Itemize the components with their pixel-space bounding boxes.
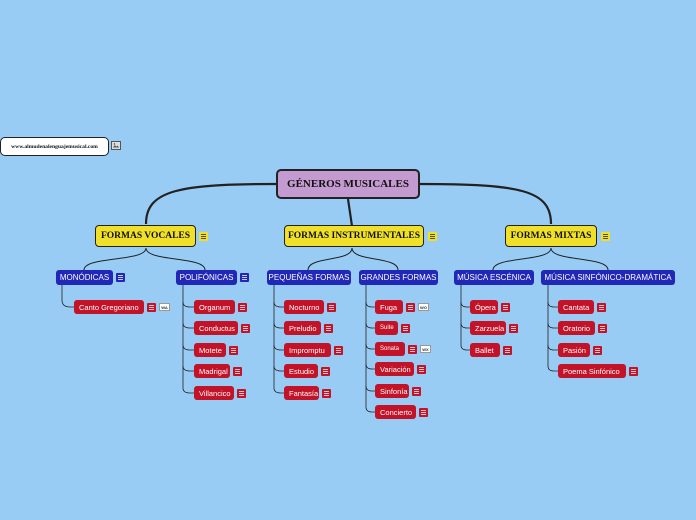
leaf-grandes-4[interactable]: Sinfonía xyxy=(375,384,409,398)
note-lines-icon[interactable] xyxy=(321,366,330,376)
leaf-polifonicas-4[interactable]: Villancico xyxy=(194,386,234,400)
leaf-grandes-0[interactable]: Fuga xyxy=(375,300,403,314)
note-lines-icon[interactable] xyxy=(412,386,421,396)
file-icon[interactable]: WA xyxy=(159,303,170,311)
leaf-sinfonico-1[interactable]: Oratorio xyxy=(558,321,595,335)
url-link[interactable]: www.almudenalenguajemusical.com xyxy=(0,137,109,156)
topic-formas-mixtas[interactable]: FORMAS MIXTAS xyxy=(505,225,597,247)
note-lines-icon[interactable] xyxy=(509,323,518,333)
leaf-pequenas-2[interactable]: Impromptu xyxy=(284,343,331,357)
note-lines-icon[interactable] xyxy=(327,302,336,312)
note-lines-icon[interactable] xyxy=(322,388,331,398)
leaf-grandes-2[interactable]: Sonata xyxy=(375,342,405,356)
subtopic-polifonicas[interactable]: POLIFÓNICAS xyxy=(176,270,237,285)
note-lines-icon[interactable] xyxy=(417,364,426,374)
note-lines-icon[interactable] xyxy=(406,302,415,312)
note-lines-icon[interactable] xyxy=(237,388,246,398)
note-lines-icon[interactable] xyxy=(241,323,250,333)
leaf-polifonicas-3[interactable]: Madrigal xyxy=(194,364,230,378)
note-lines-icon[interactable] xyxy=(598,323,607,333)
note-lines-icon[interactable] xyxy=(428,232,437,241)
note-lines-icon[interactable] xyxy=(501,302,510,312)
leaf-grandes-5[interactable]: Concierto xyxy=(375,405,416,419)
subtopic-monodicas[interactable]: MONÓDICAS xyxy=(56,270,113,285)
file-icon[interactable]: WO xyxy=(418,303,429,311)
leaf-sinfonico-0[interactable]: Cantata xyxy=(558,300,594,314)
note-lines-icon[interactable] xyxy=(334,345,343,355)
leaf-grandes-1[interactable]: Suite xyxy=(375,321,398,335)
note-lines-icon[interactable] xyxy=(401,323,410,333)
subtopic-pequenas-formas[interactable]: PEQUEÑAS FORMAS xyxy=(267,270,351,285)
subtopic-musica-sinfonico-dramatica[interactable]: MÚSICA SINFÓNICO-DRAMÁTICA xyxy=(541,270,675,285)
image-icon[interactable] xyxy=(111,141,121,150)
note-lines-icon[interactable] xyxy=(229,345,238,355)
note-lines-icon[interactable] xyxy=(419,407,428,417)
leaf-pequenas-3[interactable]: Estudio xyxy=(284,364,318,378)
leaf-pequenas-4[interactable]: Fantasía xyxy=(284,386,319,400)
leaf-monodicas-0[interactable]: Canto Gregoriano xyxy=(74,300,144,314)
note-lines-icon[interactable] xyxy=(238,302,247,312)
note-lines-icon[interactable] xyxy=(601,232,610,241)
note-lines-icon[interactable] xyxy=(593,345,602,355)
leaf-escenica-2[interactable]: Ballet xyxy=(470,343,500,357)
leaf-sinfonico-2[interactable]: Pasión xyxy=(558,343,590,357)
note-lines-icon[interactable] xyxy=(597,302,606,312)
leaf-grandes-3[interactable]: Variación xyxy=(375,362,414,376)
note-lines-icon[interactable] xyxy=(233,366,242,376)
leaf-pequenas-0[interactable]: Nocturno xyxy=(284,300,324,314)
leaf-polifonicas-1[interactable]: Conductus xyxy=(194,321,238,335)
note-lines-icon[interactable] xyxy=(408,344,417,354)
leaf-escenica-0[interactable]: Ópera xyxy=(470,300,498,314)
note-lines-icon[interactable] xyxy=(503,345,512,355)
subtopic-musica-escenica[interactable]: MÚSICA ESCÉNICA xyxy=(454,270,534,285)
topic-formas-vocales[interactable]: FORMAS VOCALES xyxy=(95,225,196,247)
leaf-polifonicas-2[interactable]: Motete xyxy=(194,343,226,357)
subtopic-grandes-formas[interactable]: GRANDES FORMAS xyxy=(359,270,438,285)
note-lines-icon[interactable] xyxy=(147,302,156,312)
note-lines-icon[interactable] xyxy=(240,273,249,282)
file-icon[interactable]: WX xyxy=(420,345,431,353)
note-lines-icon[interactable] xyxy=(199,232,208,241)
topic-formas-instrumentales[interactable]: FORMAS INSTRUMENTALES xyxy=(284,225,424,247)
note-lines-icon[interactable] xyxy=(324,323,333,333)
leaf-polifonicas-0[interactable]: Organum xyxy=(194,300,235,314)
root-topic[interactable]: GÉNEROS MUSICALES xyxy=(276,169,420,199)
leaf-pequenas-1[interactable]: Preludio xyxy=(284,321,321,335)
note-lines-icon[interactable] xyxy=(629,366,638,376)
leaf-escenica-1[interactable]: Zarzuela xyxy=(470,321,506,335)
leaf-sinfonico-3[interactable]: Poema Sinfónico xyxy=(558,364,626,378)
note-lines-icon[interactable] xyxy=(116,273,125,282)
